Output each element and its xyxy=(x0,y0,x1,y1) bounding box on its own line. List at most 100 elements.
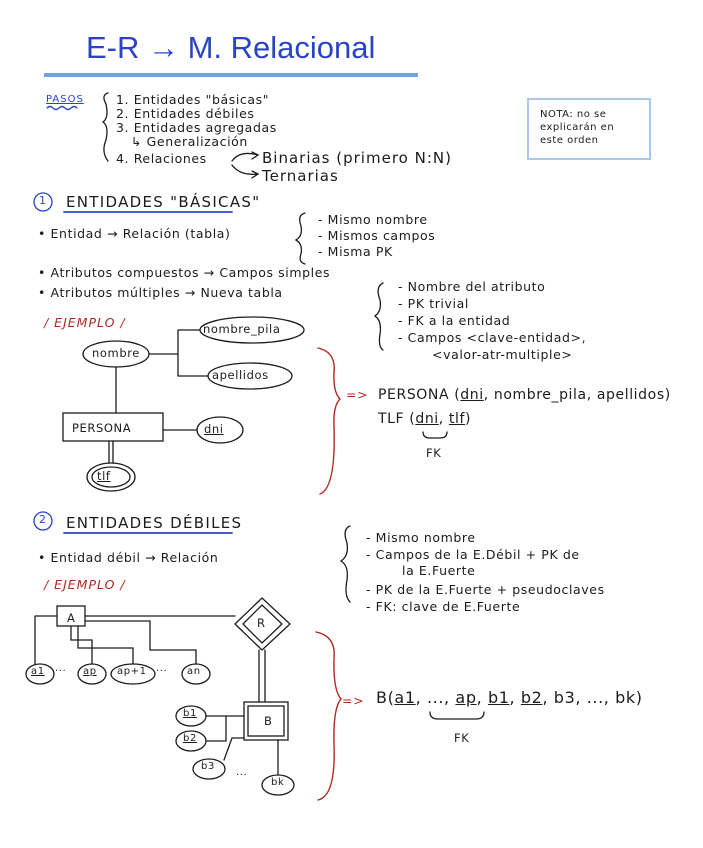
attr-an-shape xyxy=(181,663,211,685)
sec1-rule1: • Entidad → Relación (tabla) xyxy=(38,226,231,241)
page-title: E-R → M. Relacional xyxy=(86,30,376,65)
sec1-r3-note-5: <valor-atr-multiple> xyxy=(432,347,573,362)
entity-a-label: A xyxy=(67,611,76,625)
attr-a1-shape xyxy=(25,663,55,685)
entity-persona-label: PERSONA xyxy=(72,421,132,435)
attr-ap-shape xyxy=(77,663,107,685)
title-underline xyxy=(44,73,418,77)
sec1-r3-note-4: - Campos <clave-entidad>, xyxy=(398,330,587,345)
sec1-result-line2: TLF (dni, tlf) xyxy=(378,411,472,427)
sec1-note-3: - Misma PK xyxy=(318,244,393,259)
sec1-r3-note-2: - PK trivial xyxy=(398,296,469,311)
relation-r-label: R xyxy=(257,616,266,630)
b-attr-links xyxy=(205,715,279,776)
attr-nombre-pila-shape xyxy=(199,316,305,344)
sec1-note-1: - Mismo nombre xyxy=(318,212,428,227)
sec2-fk-label: FK xyxy=(454,731,470,745)
sec1-ejemplo: / EJEMPLO / xyxy=(44,315,126,330)
sec2-brace xyxy=(339,525,351,603)
paso-4: 4. Relaciones xyxy=(116,151,207,166)
sec2-number: 2 xyxy=(39,513,47,526)
attr-dni-shape xyxy=(196,416,244,444)
sec1-brace-2 xyxy=(373,282,384,351)
entity-b-label: B xyxy=(264,714,273,728)
attr-an-label: an xyxy=(187,666,201,677)
attr-bk-shape xyxy=(261,774,295,796)
sec1-number: 1 xyxy=(39,194,47,207)
sec1-result-line1: PERSONA (dni, nombre_pila, apellidos) xyxy=(378,387,671,403)
relacion-binarias: Binarias (primero N:N) xyxy=(262,149,452,167)
sec2-note-2: - Campos de la E.Débil + PK de xyxy=(366,547,580,562)
attr-nombre-label: nombre xyxy=(92,346,140,360)
relation-r-shape xyxy=(234,597,291,651)
nota-box xyxy=(527,98,651,160)
attr-tlf-shape xyxy=(86,462,136,492)
attr-tlf-inner xyxy=(91,466,131,488)
sec2-note-5: - FK: clave de E.Fuerte xyxy=(366,599,521,614)
arrow-binarias xyxy=(231,152,259,162)
attr-ap1-shape xyxy=(110,663,156,685)
sec1-r3-note-3: - FK a la entidad xyxy=(398,313,511,328)
sec2-rule: • Entidad débil → Relación xyxy=(38,550,219,565)
paso-3-sub: ↳ Generalización xyxy=(131,134,248,149)
nombre-links xyxy=(148,329,209,377)
entity-b-shape xyxy=(243,701,289,741)
sec2-note-1: - Mismo nombre xyxy=(366,530,476,545)
sec1-result-arrow: => xyxy=(346,387,369,402)
tlf-link xyxy=(108,440,114,464)
r-b-link xyxy=(258,649,266,703)
attr-dots-1: ··· xyxy=(55,666,67,677)
sec2-result-arrow: => xyxy=(342,693,365,708)
attr-b3-shape xyxy=(192,758,226,780)
sec2-ejemplo: / EJEMPLO / xyxy=(44,577,126,592)
paso-3: 3. Entidades agregadas xyxy=(116,120,277,135)
sec1-number-circle xyxy=(33,192,53,212)
sec2-note-4: - PK de la E.Fuerte + pseudoclaves xyxy=(366,582,605,597)
sec1-brace-1 xyxy=(294,212,306,265)
entity-persona-shape xyxy=(62,412,164,442)
pasos-label: PASOS xyxy=(46,94,84,105)
arrow-ternarias xyxy=(231,164,259,175)
entity-a-shape xyxy=(56,605,86,627)
a-attr-links xyxy=(34,615,197,665)
attr-b2-shape xyxy=(175,730,207,752)
sec2-number-circle xyxy=(33,511,53,531)
attr-tlf-label: tlf xyxy=(97,469,111,483)
sec2-fk-bracket xyxy=(429,711,485,720)
attr-a1-label: a1 xyxy=(31,666,45,677)
sec1-title: ENTIDADES "BÁSICAS" xyxy=(66,193,261,211)
sec1-red-brace xyxy=(317,347,341,495)
attr-b1-shape xyxy=(175,705,207,727)
relacion-ternarias: Ternarias xyxy=(262,167,339,185)
attr-nombre-pila-label: nombre_pila xyxy=(203,322,281,336)
attr-apellidos-shape xyxy=(207,362,293,390)
nota-text: NOTA: no se explicarán en este orden xyxy=(540,109,615,146)
attr-b3-label: b3 xyxy=(201,761,215,772)
relation-r-inner xyxy=(242,604,283,644)
attr-nombre-shape xyxy=(82,340,150,368)
sec1-note-2: - Mismos campos xyxy=(318,228,436,243)
pasos-brace xyxy=(101,92,109,162)
attr-ap-label: ap xyxy=(83,666,97,677)
paso-1: 1. Entidades "básicas" xyxy=(116,92,270,107)
attr-dots-3: ··· xyxy=(236,770,248,781)
attr-apellidos-label: apellidos xyxy=(212,368,269,382)
attr-dni-label: dni xyxy=(204,422,224,436)
attr-dots-2: ··· xyxy=(156,666,168,677)
attr-bk-label: bk xyxy=(271,777,285,788)
sec2-note-3: la E.Fuerte xyxy=(402,563,476,578)
sec2-title: ENTIDADES DÉBILES xyxy=(66,514,243,532)
sec1-rule3: • Atributos múltiples → Nueva tabla xyxy=(38,285,283,300)
sec2-red-brace xyxy=(315,631,342,801)
sec1-r3-note-1: - Nombre del atributo xyxy=(398,279,546,294)
sec1-fk-bracket xyxy=(422,431,448,439)
sec2-result: B(a1, ..., ap, b1, b2, b3, ..., bk) xyxy=(376,688,643,707)
attr-ap1-label: ap+1 xyxy=(117,666,147,677)
paso-2: 2. Entidades débiles xyxy=(116,106,255,121)
sec1-fk-label: FK xyxy=(426,446,442,460)
attr-b1-label: b1 xyxy=(183,708,197,719)
entity-b-inner xyxy=(247,705,285,737)
sec1-rule2: • Atributos compuestos → Campos simples xyxy=(38,265,331,280)
attr-b2-label: b2 xyxy=(183,733,197,744)
